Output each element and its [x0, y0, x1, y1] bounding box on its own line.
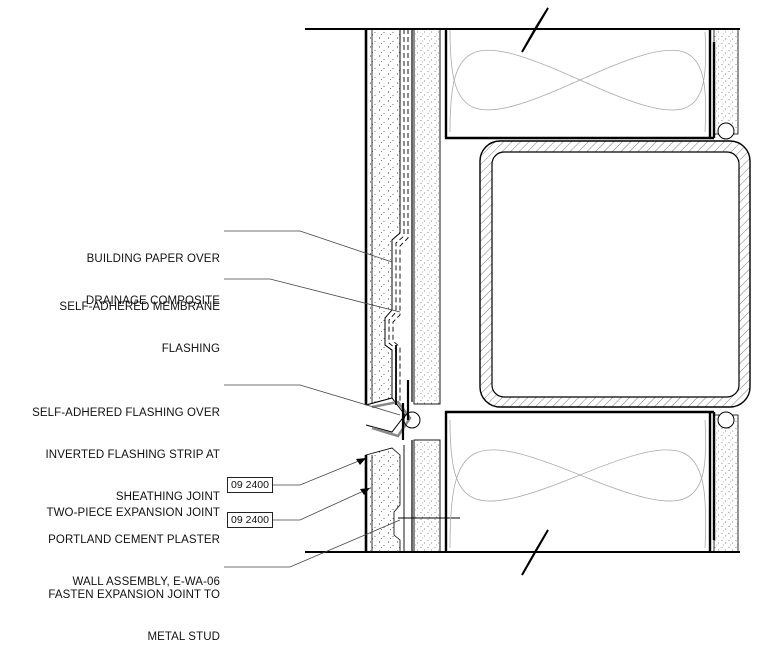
callout-line: WALL ASSEMBLY, E-WA-06	[72, 576, 220, 588]
callout-fasten-joint: FASTEN EXPANSION JOINT TO METAL STUD	[48, 560, 220, 658]
sealant-bead-lower	[717, 411, 735, 429]
callout-flashing-strip: SELF-ADHERED FLASHING OVER INVERTED FLAS…	[32, 378, 220, 518]
insulation-lower	[449, 419, 707, 549]
steel-tube	[479, 140, 751, 408]
callout-line: SELF-ADHERED FLASHING OVER	[32, 407, 220, 419]
callout-line: PORTLAND CEMENT PLASTER	[48, 534, 220, 546]
sealant-bead-upper	[717, 122, 735, 140]
drainage-layers	[384, 29, 413, 402]
wall-section-drawing	[224, 7, 751, 576]
callout-line: METAL STUD	[147, 631, 220, 643]
callout-line: SELF-ADHERED MEMBRANE	[59, 301, 220, 313]
callout-line: BUILDING PAPER OVER	[86, 253, 220, 265]
callout-line: SHEATHING JOINT	[115, 491, 220, 503]
spec-tag-plaster-assembly: 09 2400	[227, 512, 273, 528]
sheathing-board	[413, 28, 441, 553]
metal-stud-upper	[444, 29, 716, 140]
callout-plaster-assembly: PORTLAND CEMENT PLASTER WALL ASSEMBLY, E…	[48, 505, 220, 603]
break-line-bottom	[305, 529, 740, 576]
callout-line: DRAINAGE COMPOSITE	[85, 295, 220, 307]
break-line-top	[305, 7, 740, 53]
plaster-layer-upper	[364, 28, 401, 406]
leader-arrows	[356, 458, 370, 495]
callout-line: TWO-PIECE EXPANSION JOINT	[46, 507, 220, 519]
interior-board-lower	[713, 414, 739, 553]
interior-board-upper	[713, 28, 739, 135]
metal-stud-lower	[444, 410, 716, 552]
spec-tag-expansion-joint: 09 2400	[227, 477, 273, 493]
insulation-upper	[449, 29, 707, 133]
callout-membrane-flashing: SELF-ADHERED MEMBRANE FLASHING	[59, 272, 220, 370]
callout-expansion-joint: TWO-PIECE EXPANSION JOINT	[46, 478, 220, 534]
expansion-joint	[365, 345, 421, 440]
callout-line: FASTEN EXPANSION JOINT TO	[48, 589, 220, 601]
callout-building-paper: BUILDING PAPER OVER DRAINAGE COMPOSITE	[86, 224, 220, 322]
leader-lines	[224, 230, 401, 568]
callout-line: FLASHING	[161, 343, 220, 355]
plaster-layer-lower	[364, 440, 460, 553]
callout-line: INVERTED FLASHING STRIP AT	[45, 449, 220, 461]
